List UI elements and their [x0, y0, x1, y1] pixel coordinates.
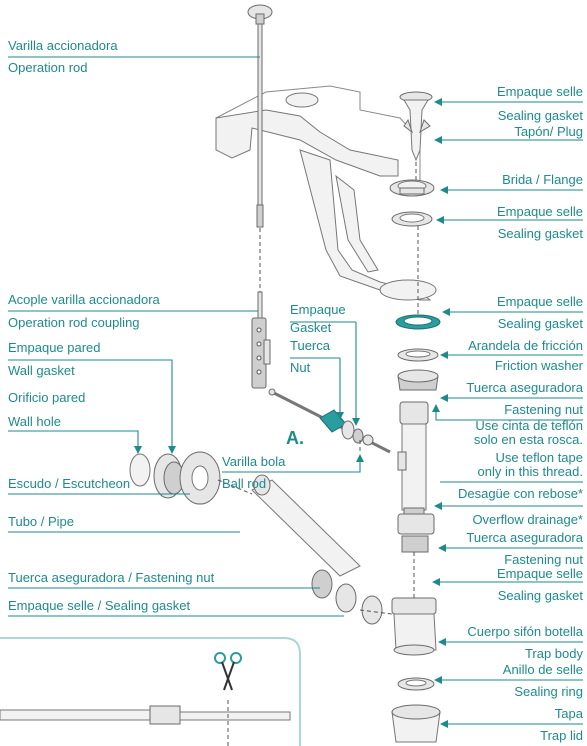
arrowhead: [168, 446, 176, 454]
label-rod-coupling-es: Acople varilla accionadora: [8, 292, 161, 307]
overflow-drain-body: [397, 401, 435, 553]
label-wall-gasket-es: Empaque pared: [8, 340, 101, 355]
label-r10-en: Fastening nut: [504, 552, 583, 567]
label-sealing-gasket-left: Empaque selle / Sealing gasket: [8, 598, 191, 613]
ball-rod: [268, 388, 391, 454]
operation-rod: [247, 4, 273, 292]
label-r11-es: Empaque selle: [497, 566, 583, 581]
label-r8-es-1: Use cinta de teflón: [475, 418, 583, 433]
plug-stopper: [399, 91, 433, 162]
callout-a: A.: [286, 428, 304, 448]
label-r12-es: Cuerpo sifón botella: [467, 624, 583, 639]
label-wall-hole-es: Orificio pared: [8, 390, 85, 405]
label-r13-en: Sealing ring: [514, 684, 583, 699]
label-nut-en: Nut: [290, 360, 311, 375]
lower-gasket-stack: [395, 314, 441, 391]
label-r14-es: Tapa: [555, 706, 584, 721]
label-r6-es: Arandela de fricción: [468, 338, 583, 353]
label-wall-hole-en: Wall hole: [8, 414, 61, 429]
label-r5-en: Sealing gasket: [498, 316, 584, 331]
label-r6-en: Friction washer: [495, 358, 584, 373]
arrowhead: [352, 418, 360, 426]
trap-body: [391, 597, 441, 743]
label-r8-en-2: only in this thread.: [477, 464, 583, 479]
label-r1-es: Empaque selle: [497, 84, 583, 99]
label-r14-en: Trap lid: [540, 728, 583, 743]
label-r13-es: Anillo de selle: [503, 662, 583, 677]
label-r5-es: Empaque selle: [497, 294, 583, 309]
label-ball-rod-es: Varilla bola: [222, 454, 286, 469]
label-r1-en: Sealing gasket: [498, 108, 584, 123]
label-r12-en: Trap body: [525, 646, 584, 661]
label-r10-es: Tuerca aseguradora: [466, 530, 583, 545]
label-r11-en: Sealing gasket: [498, 588, 584, 603]
label-r7-en: Fastening nut: [504, 402, 583, 417]
label-operation-rod-en: Operation rod: [8, 60, 88, 75]
scissors-icon: [214, 652, 242, 691]
pipe: [251, 474, 393, 625]
label-r8-es-2: solo en esta rosca.: [474, 432, 583, 447]
label-pipe: Tubo / Pipe: [8, 514, 74, 529]
label-rod-coupling-en: Operation rod coupling: [8, 315, 140, 330]
label-r3: Brida / Flange: [502, 172, 583, 187]
upper-sealing-gasket: [391, 211, 433, 227]
label-r9-es: Desagüe con rebose*: [458, 486, 583, 501]
label-r9-en: Overflow drainage*: [472, 512, 583, 527]
label-escutcheon: Escudo / Escutcheon: [8, 476, 130, 491]
flange: [389, 179, 435, 197]
leader-line: [8, 430, 139, 448]
label-r2: Tapón/ Plug: [514, 124, 583, 139]
arrowhead: [336, 412, 344, 420]
arrowhead: [134, 446, 142, 454]
rod-coupling: [251, 291, 271, 389]
leader-line: [222, 460, 361, 473]
leader-line: [8, 359, 173, 448]
label-ball-rod-en: Ball rod: [222, 476, 266, 491]
right-leaders: [432, 98, 583, 728]
label-nut-es: Tuerca: [290, 338, 331, 353]
pipe-cut-inset: [0, 637, 301, 746]
label-r4-en: Sealing gasket: [498, 226, 584, 241]
label-gasket-en: Gasket: [290, 320, 332, 335]
label-r4-es: Empaque selle: [497, 204, 583, 219]
right-labels: Empaque selle Sealing gasket Tapón/ Plug…: [458, 84, 584, 743]
label-operation-rod-es: Varilla accionadora: [8, 38, 118, 53]
label-r8-en-1: Use teflon tape: [496, 450, 583, 465]
arrowhead: [356, 454, 364, 462]
label-wall-gasket-en: Wall gasket: [8, 363, 75, 378]
label-r7-es: Tuerca aseguradora: [466, 380, 583, 395]
wall-fittings: [129, 451, 253, 505]
label-gasket-es: Empaque: [290, 302, 346, 317]
label-fastening-nut-left: Tuerca aseguradora / Fastening nut: [8, 570, 215, 585]
